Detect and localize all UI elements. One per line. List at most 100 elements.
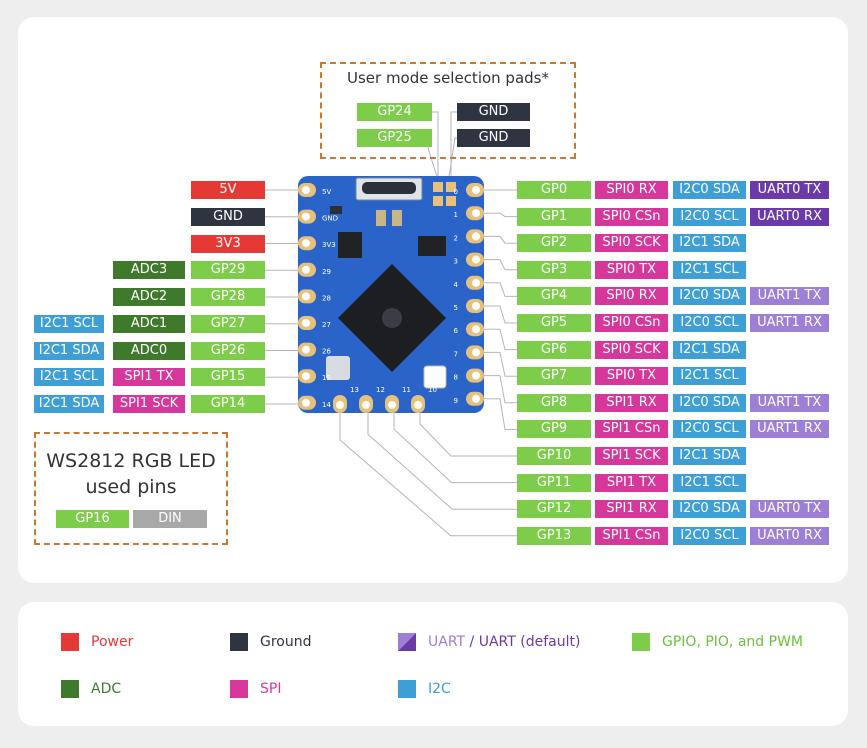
legend-i2c-label: I2C — [428, 681, 451, 697]
ws2812-led — [423, 365, 447, 389]
legend-uart-sep: / — [465, 634, 479, 650]
right-pin-3-spi-label: SPI0 TX — [595, 261, 668, 279]
label-gp25: GP25 — [357, 129, 432, 147]
left-pin-8-i2c-label: I2C1 SDA — [34, 395, 104, 413]
right-pin-4-i2c-label: I2C0 SDA — [673, 287, 746, 305]
legend-spi: SPI — [230, 679, 281, 699]
right-pin-7-spi-label: SPI0 TX — [595, 367, 668, 385]
left-pad-hole — [302, 239, 310, 248]
right-silk-label: 9 — [454, 397, 458, 405]
gpio-swatch — [632, 633, 650, 651]
right-connector-line — [484, 328, 517, 351]
right-pin-6-gpio-label: GP6 — [517, 341, 591, 359]
left-silk-label: 5V — [322, 188, 331, 196]
adc-swatch — [61, 680, 79, 698]
left-pin-5-gpio-label: GP27 — [191, 315, 265, 333]
right-pad-hole — [472, 278, 480, 287]
left-silk-label: 27 — [322, 321, 331, 329]
legend-adc: ADC — [61, 679, 121, 699]
left-pin-2-power-label: 3V3 — [191, 235, 265, 253]
right-silk-label: 5 — [454, 304, 458, 312]
legend-gpio: GPIO, PIO, and PWM — [632, 632, 803, 652]
user-pad — [433, 196, 443, 206]
right-connector-line — [484, 375, 517, 404]
right-silk-label: 3 — [454, 258, 458, 266]
bottom-pad-hole — [336, 401, 344, 409]
right-silk-label: 7 — [454, 350, 458, 358]
right-pin-13-spi-label: SPI1 CSn — [595, 527, 668, 545]
left-pin-8-gpio-label: GP14 — [191, 395, 265, 413]
right-pin-5-uartd-label: UART1 RX — [750, 314, 829, 332]
user-pad — [446, 196, 456, 206]
left-pin-4-adc-label: ADC2 — [113, 288, 185, 306]
legend-i2c: I2C — [398, 679, 451, 699]
label-gnd-pad-1: GND — [457, 103, 530, 121]
left-pad-hole — [302, 398, 310, 407]
right-pin-10-gpio-label: GP10 — [517, 447, 591, 465]
right-pin-12-gpio-label: GP12 — [517, 500, 591, 518]
user-mode-title: User mode selection pads* — [346, 69, 549, 87]
right-connector-line — [484, 282, 517, 297]
bottom-silk-label: 13 — [350, 386, 359, 394]
right-pin-1-uart-label: UART0 RX — [750, 208, 829, 226]
right-pad-hole — [472, 394, 480, 403]
smd-component — [330, 206, 342, 214]
right-pin-0-spi-label: SPI0 RX — [595, 181, 668, 199]
legend-power-label: Power — [91, 634, 134, 650]
right-pad-hole — [472, 186, 480, 194]
bottom-pad-hole — [388, 401, 396, 409]
flash-chip — [418, 236, 446, 256]
power-swatch — [61, 633, 79, 651]
left-silk-label: 29 — [322, 268, 331, 276]
ws2812-title: WS2812 RGB LED — [46, 450, 216, 472]
left-pad-hole — [302, 319, 310, 327]
right-pin-11-i2c-label: I2C1 SCL — [673, 474, 746, 492]
right-pin-9-uartd-label: UART1 RX — [750, 420, 829, 438]
right-pin-5-gpio-label: GP5 — [517, 314, 591, 332]
legend-ground: Ground — [230, 632, 312, 652]
left-pad-hole — [302, 265, 310, 274]
left-silk-label: 28 — [322, 294, 331, 302]
legend-gpio-label: GPIO, PIO, and PWM — [662, 634, 803, 650]
right-pad-hole — [472, 302, 480, 310]
bottom-connector-line — [339, 413, 517, 537]
legend-uart-label: UART — [428, 634, 466, 650]
bottom-connector-line — [367, 413, 517, 510]
right-pin-7-gpio-label: GP7 — [517, 367, 591, 385]
left-pin-5-i2c-label: I2C1 SCL — [34, 315, 104, 333]
legend-power: Power — [61, 632, 133, 652]
right-pin-9-i2c-label: I2C0 SCL — [673, 420, 746, 438]
right-pad-hole — [472, 255, 480, 264]
left-pad-hole — [302, 186, 310, 194]
bottom-pad-hole — [414, 401, 422, 409]
right-pin-2-i2c-label: I2C1 SDA — [673, 234, 746, 252]
right-pin-12-spi-label: SPI1 RX — [595, 500, 668, 518]
left-silk-label: GND — [322, 215, 338, 223]
left-pad-hole — [302, 212, 310, 221]
left-pin-6-gpio-label: GP26 — [191, 342, 265, 360]
left-pin-7-i2c-label: I2C1 SCL — [34, 368, 104, 386]
left-silk-label: 3V3 — [322, 241, 336, 249]
bottom-silk-label: 10 — [428, 386, 437, 394]
right-connector-line — [484, 212, 517, 218]
usb-c-port — [362, 182, 416, 194]
bottom-silk-label: 11 — [402, 386, 411, 394]
right-pin-12-i2c-label: I2C0 SDA — [673, 500, 746, 518]
right-silk-label: 8 — [454, 374, 458, 382]
left-pad-hole — [302, 345, 310, 354]
right-pin-0-gpio-label: GP0 — [517, 181, 591, 199]
right-pin-13-gpio-label: GP13 — [517, 527, 591, 545]
right-pin-4-gpio-label: GP4 — [517, 287, 591, 305]
right-pin-5-spi-label: SPI0 CSn — [595, 314, 668, 332]
right-connector-line — [484, 259, 517, 271]
bottom-connector-line — [393, 413, 517, 484]
bottom-silk-label: 12 — [376, 386, 385, 394]
legend-panel — [18, 602, 848, 726]
right-pin-8-uartd-label: UART1 TX — [750, 394, 829, 412]
left-silk-label: 26 — [322, 348, 331, 356]
right-silk-label: 6 — [454, 327, 459, 335]
ground-swatch — [230, 633, 248, 651]
right-pin-7-i2c-label: I2C1 SCL — [673, 367, 746, 385]
right-connector-line — [484, 235, 517, 244]
